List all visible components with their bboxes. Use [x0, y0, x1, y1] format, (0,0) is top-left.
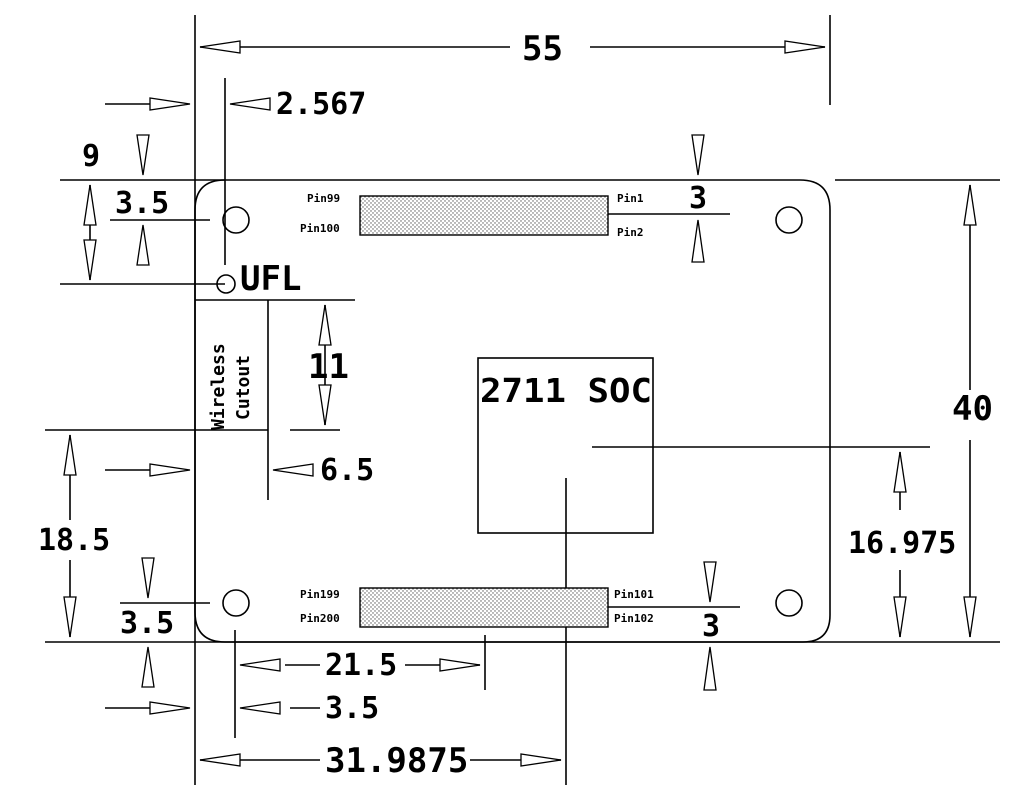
- ufl-connector: [216, 274, 236, 294]
- pin-label: Pin102: [614, 612, 654, 625]
- pin-label: Pin199: [300, 588, 340, 601]
- dim-hole-top-offset: 3.5: [115, 186, 169, 221]
- dim-ufl-offset: 2.567: [276, 87, 366, 122]
- dim-height-right: 40: [952, 389, 993, 429]
- ufl-label: UFL: [240, 259, 301, 299]
- pin-label: Pin2: [617, 226, 644, 239]
- dim-ufl-from-top: 9: [82, 139, 100, 174]
- mounting-hole-bottom-right: [775, 589, 803, 617]
- mounting-hole-top-right: [775, 206, 803, 234]
- dim-cutout-width: 6.5: [320, 453, 374, 488]
- top-connector: [359, 195, 609, 236]
- dim-cutout-from-bottom: 18.5: [38, 523, 110, 558]
- dim-soc-x: 31.9875: [325, 741, 468, 781]
- soc-label: 2711 SOC: [480, 371, 652, 410]
- mounting-hole-top-left: [222, 206, 250, 234]
- dim-hole-bottom-offset: 3.5: [120, 606, 174, 641]
- pin-label: Pin100: [300, 222, 340, 235]
- dim-cutout-height: 11: [308, 347, 349, 387]
- pin-label: Pin101: [614, 588, 654, 601]
- cutout-label-line1: Wireless: [208, 343, 229, 430]
- dim-width-top: 55: [522, 29, 563, 69]
- bottom-connector: [359, 587, 609, 628]
- dim-hole-left-offset: 3.5: [325, 691, 379, 726]
- board-outline: [194, 179, 831, 643]
- soc-outline: [477, 357, 654, 534]
- pin-label: Pin1: [617, 192, 644, 205]
- pin-label: Pin99: [307, 192, 340, 205]
- cutout-label-line2: Cutout: [233, 355, 254, 420]
- dim-soc-from-bottom: 16.975: [848, 526, 956, 561]
- pin-label: Pin200: [300, 612, 340, 625]
- dim-connector-bottom-width: 3: [702, 609, 720, 644]
- mounting-hole-bottom-left: [222, 589, 250, 617]
- arrowheads: [63, 40, 977, 767]
- dim-connector-top-width: 3: [689, 181, 707, 216]
- dim-connector-bottom-x: 21.5: [325, 648, 397, 683]
